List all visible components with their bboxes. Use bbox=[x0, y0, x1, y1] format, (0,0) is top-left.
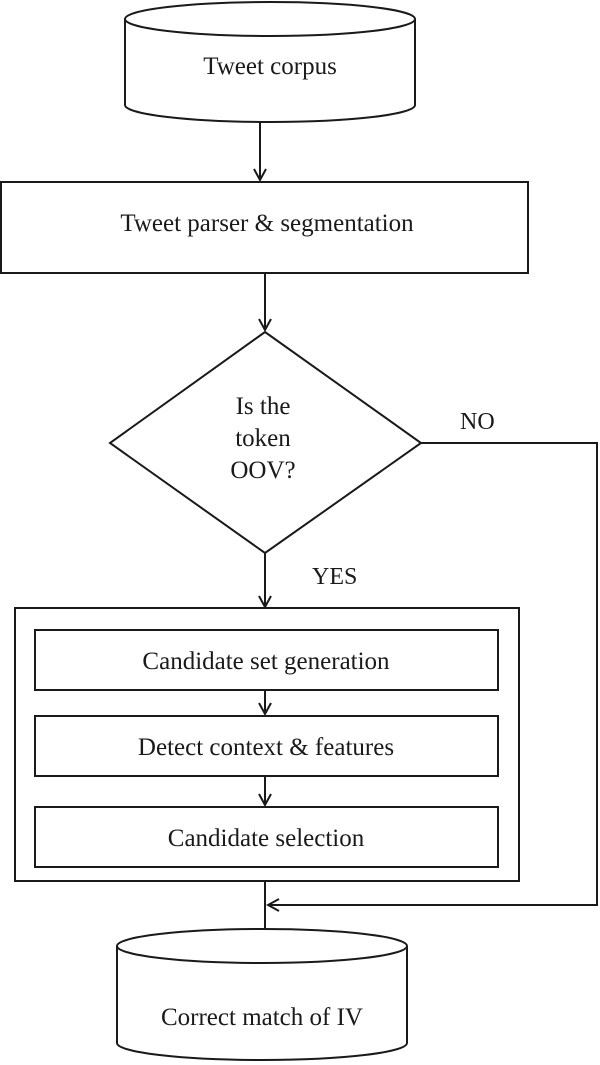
tweet-parser-label: Tweet parser & segmentation bbox=[120, 210, 414, 237]
normalization-module: Candidate set generation Detect context … bbox=[14, 607, 520, 882]
context-features-box bbox=[34, 715, 499, 777]
correct-match-cylinder-top bbox=[116, 945, 408, 964]
candidate-generation-box bbox=[34, 629, 499, 691]
correct-match-label: Correct match of IV bbox=[161, 1004, 363, 1031]
tweet-corpus-cylinder bbox=[124, 1, 416, 123]
correct-match-node: Correct match of IV bbox=[116, 928, 408, 1061]
oov-decision-line-1: Is the bbox=[236, 393, 291, 420]
oov-decision-node: Is the token OOV? bbox=[108, 330, 423, 555]
tweet-corpus-node: Tweet corpus bbox=[124, 1, 416, 123]
oov-decision-line-2: token bbox=[235, 425, 291, 452]
candidate-generation-label: Candidate set generation bbox=[142, 648, 390, 675]
context-features-label: Detect context & features bbox=[138, 734, 394, 761]
no-label: NO bbox=[460, 409, 495, 435]
yes-label: YES bbox=[312, 564, 357, 590]
tweet-parser-node: Tweet parser & segmentation bbox=[0, 181, 529, 274]
candidate-selection-label: Candidate selection bbox=[168, 825, 365, 852]
tweet-corpus-cylinder-top bbox=[124, 18, 416, 37]
tweet-parser-box bbox=[0, 181, 529, 274]
edge-no bbox=[268, 442, 598, 905]
tweet-corpus-label: Tweet corpus bbox=[203, 53, 337, 80]
oov-decision-line-3: OOV? bbox=[230, 457, 295, 484]
candidate-selection-box bbox=[34, 806, 499, 868]
correct-match-cylinder bbox=[116, 928, 408, 1061]
